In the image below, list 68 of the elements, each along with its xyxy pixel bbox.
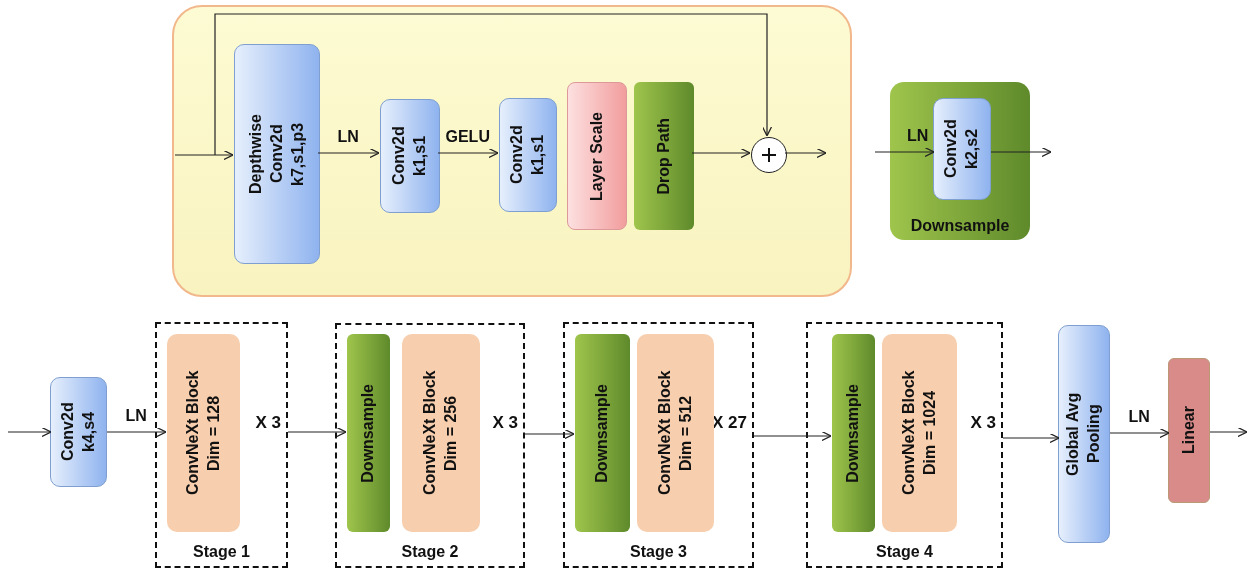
layer-block (167, 334, 240, 532)
layer-block (1058, 325, 1110, 543)
layer-block (567, 82, 627, 230)
layer-label: ConvNeXt Block Dim = 128 (182, 369, 223, 498)
arrow (437, 147, 499, 159)
stage-label: Stage 2 (400, 544, 460, 560)
layer-block (50, 377, 107, 487)
arrow (784, 147, 827, 159)
arrow (1209, 426, 1248, 438)
stage-label: Stage 3 (629, 544, 688, 560)
arrow (874, 146, 935, 158)
layer-block (380, 99, 440, 213)
sum-circle (751, 137, 787, 173)
edge-label: LN (124, 408, 148, 424)
layer-label: Conv2d k4,s4 (57, 401, 98, 464)
layer-block (575, 334, 630, 532)
edge-label: LN (336, 129, 360, 145)
edge-label: LN (1127, 409, 1151, 425)
arrow (287, 426, 347, 438)
layer-label: Depthwise Conv2d k7,s1,p3 (245, 113, 307, 196)
stage-label: Stage 1 (192, 544, 251, 560)
arrow (7, 426, 52, 438)
layer-label: Conv2d k2,s2 (941, 118, 981, 181)
layer-block (634, 82, 694, 230)
arrow (1109, 427, 1170, 439)
arrow (753, 430, 832, 442)
stage-box (155, 322, 288, 568)
block-panel (172, 5, 852, 297)
layer-label: Conv2d k1,s1 (507, 124, 547, 187)
layer-block (499, 98, 557, 212)
edge-label: LN (906, 128, 930, 144)
arrow (106, 426, 167, 438)
arrow (174, 149, 234, 161)
repeat-count: X 3 (970, 414, 996, 431)
layer-block (882, 334, 957, 532)
downsample-panel (890, 82, 1030, 240)
layer-label: ConvNeXt Block Dim = 256 (420, 369, 460, 498)
arrow (317, 147, 380, 159)
layer-block (637, 334, 714, 532)
panel-heading: Downsample (909, 218, 1011, 234)
layer-label: ConvNeXt Block Dim = 1024 (898, 369, 939, 498)
layer-label: ConvNeXt Block Dim = 512 (654, 369, 695, 498)
layer-label: Conv2d k1,s1 (389, 125, 429, 188)
layer-label: Downsample (843, 383, 863, 483)
stage-label: Stage 4 (875, 544, 934, 560)
layer-block (933, 98, 991, 200)
arrow (990, 146, 1052, 158)
layer-block (347, 334, 390, 532)
arrow (214, 13, 773, 156)
edge-label: GELU (444, 129, 491, 145)
stage-box (806, 322, 1003, 568)
arrow (1002, 432, 1060, 444)
layer-block (234, 44, 320, 264)
repeat-count: X 3 (492, 414, 518, 431)
layer-label: Layer Scale (586, 111, 606, 201)
layer-label: Downsample (592, 383, 612, 483)
layer-label: Downsample (358, 383, 378, 483)
layer-label: Global Avg Pooling (1063, 391, 1103, 478)
layer-label: Drop Path (653, 117, 673, 195)
layer-block (1168, 358, 1210, 503)
stage-box (563, 322, 754, 568)
arrow (691, 147, 751, 159)
stage-box (335, 323, 525, 568)
repeat-count: X 3 (255, 414, 281, 431)
layer-label: Linear (1178, 406, 1198, 455)
layer-block (832, 334, 875, 532)
layer-block (402, 334, 480, 532)
arrow (524, 428, 575, 440)
